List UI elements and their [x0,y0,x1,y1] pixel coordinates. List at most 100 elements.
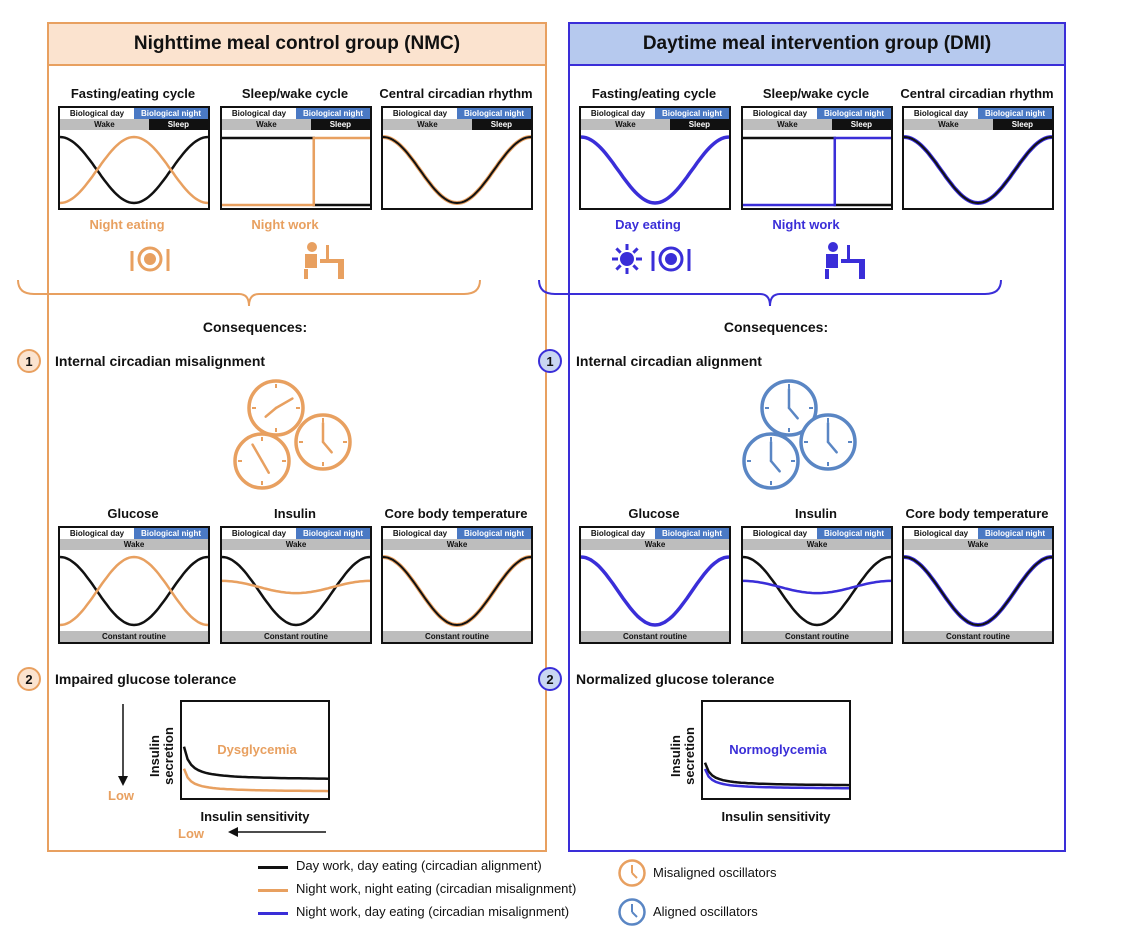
insulin-group-curve [222,579,370,595]
bio-day-label: Biological day [581,528,655,539]
dmi-sleep-chart-curves [743,136,891,207]
temperature-day-curve [904,556,1052,627]
sleep-group-line [222,136,370,207]
glucose-day-curve [581,555,729,627]
tolerance-day-curve [703,762,849,787]
bio-night-label: Biological night [457,108,531,119]
nmc-low-x: Low [178,826,204,841]
nmc-temperature-chart-curves [383,555,531,628]
wake-label: Wake [581,119,670,130]
nmc-curve-label: Dysglycemia [217,742,297,757]
bio-day-label: Biological day [743,108,817,119]
clock-icon [742,432,800,490]
constant-routine-bar: Constant routine [383,631,531,642]
tolerance-day-curve [182,746,328,780]
fasting-day-curve [581,135,729,205]
nmc-title-text: Nighttime meal control group (NMC) [133,33,461,54]
dmi-behaviour-work: Night work [772,217,840,232]
constant-routine-bar: Constant routine [743,631,891,642]
clock-icon [233,432,291,490]
desk-worker-icon [304,242,344,279]
plate-icon [130,246,170,272]
dmi-tolerance-curves [703,762,849,790]
wake-label: Wake [60,539,208,550]
dmi-title: Daytime meal intervention group (DMI) [570,24,1064,66]
dmi-mid-label-0: Glucose [628,506,680,521]
legend-aligned: Aligned oscillators [653,904,758,919]
legend-misaligned: Misaligned oscillators [653,865,777,880]
dmi-step-2-badge: 2 [538,667,562,691]
wake-bar: Wake [383,539,531,550]
temperature-day-curve [383,556,531,627]
bio-night-label: Biological night [134,528,208,539]
dmi-mid-label-1: Insulin [795,506,837,521]
central-group-curve [383,135,531,206]
nmc-y-axis-label: Insulin secretion [147,727,176,785]
bio-night-label: Biological night [134,108,208,119]
sleep-day-line [222,136,370,207]
nmc-tolerance-curves [182,746,328,793]
plate-icon [651,246,691,272]
nmc-mid-label-2: Core body temperature [384,506,528,521]
sleep-label: Sleep [310,119,370,130]
wake-label: Wake [383,539,531,550]
clock-icon [247,379,305,437]
nmc-tolerance-chart [180,700,330,800]
glucose-group-curve [60,555,208,627]
temperature-group-curve [383,555,531,628]
constant-routine-bar: Constant routine [581,631,729,642]
wake-label: Wake [383,119,472,130]
constant-routine-label: Constant routine [581,631,729,642]
misaligned-clock-icon [618,859,646,887]
nmc-central-chart-curves [383,135,531,206]
constant-routine-bar: Constant routine [904,631,1052,642]
nmc-step-2-text: Impaired glucose tolerance [55,671,237,687]
bio-day-label: Biological day [743,528,817,539]
bio-night-label: Biological night [978,528,1052,539]
bio-day-label: Biological day [383,528,457,539]
constant-routine-bar: Constant routine [222,631,370,642]
sleep-label: Sleep [831,119,891,130]
clock-icon [760,379,818,437]
nmc-title: Nighttime meal control group (NMC) [49,24,545,66]
constant-routine-label: Constant routine [383,631,531,642]
constant-routine-bar: Constant routine [60,631,208,642]
central-day-curve [383,136,531,205]
constant-routine-label: Constant routine [60,631,208,642]
wake-bar: Wake [743,539,891,550]
dmi-x-axis-label: Insulin sensitivity [721,809,831,824]
bio-night-label: Biological night [978,108,1052,119]
aligned-clock-icon [618,898,646,926]
fasting-day-curve [60,135,208,205]
legend-item-dmi: Night work, day eating (circadian misali… [296,904,570,919]
bio-night-label: Biological night [296,108,370,119]
nmc-top-label-1: Sleep/wake cycle [241,86,349,101]
nmc-step-2-badge: 2 [17,667,41,691]
wake-label: Wake [904,539,1052,550]
temperature-group-curve [904,555,1052,628]
bio-night-label: Biological night [655,108,729,119]
nmc-step-1-badge: 1 [17,349,41,373]
insulin-group-curve [743,579,891,595]
nmc-consequences: Consequences: [202,319,308,335]
wake-label: Wake [222,539,370,550]
dmi-panel: Daytime meal intervention group (DMI) [568,22,1066,852]
sleep-label: Sleep [148,119,208,130]
dmi-bracket [538,279,1002,307]
